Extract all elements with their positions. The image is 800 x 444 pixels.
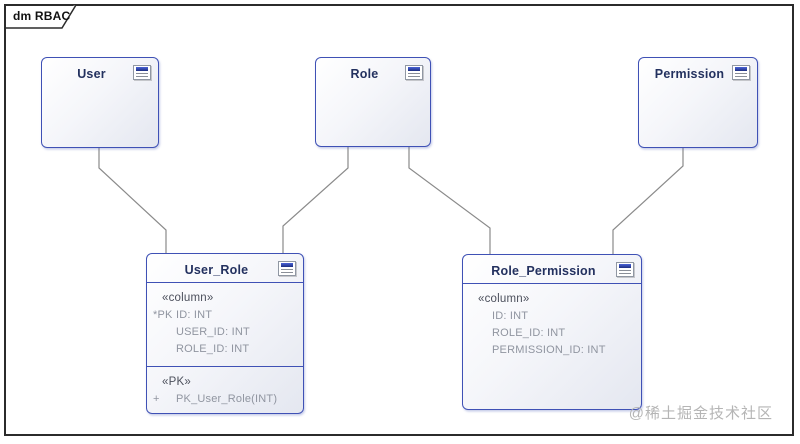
- entity-title: Role: [350, 67, 379, 81]
- column-row: ROLE_ID: INT: [492, 327, 566, 339]
- column-row: *PK ID: INT: [153, 309, 213, 321]
- entity-title: Permission: [654, 67, 725, 81]
- column-row: USER_ID: INT: [176, 326, 250, 338]
- entity-title: User_Role: [184, 263, 249, 277]
- table-icon: [732, 65, 750, 80]
- table-icon: [616, 262, 634, 277]
- entity-user-role-header: User_Role: [147, 254, 303, 283]
- entity-permission-header: Permission: [639, 58, 757, 86]
- pk-section: «PK» + PK_User_Role(INT): [147, 366, 303, 413]
- table-icon: [278, 261, 296, 276]
- entity-user-header: User: [42, 58, 158, 86]
- table-icon: [405, 65, 423, 80]
- diagram-frame: [4, 4, 794, 436]
- operation-row: + PK_User_Role(INT): [153, 393, 278, 405]
- watermark: @稀土掘金技术社区: [628, 405, 773, 422]
- entity-role-permission-header: Role_Permission: [463, 255, 641, 284]
- entity-user-role[interactable]: User_Role «column» *PK ID: INT USER_ID: …: [146, 253, 304, 414]
- entity-title: Role_Permission: [491, 264, 596, 278]
- pk-stereotype: «PK»: [162, 376, 191, 388]
- table-icon: [133, 65, 151, 80]
- column-row: ID: INT: [492, 310, 529, 322]
- entity-role-header: Role: [316, 58, 430, 86]
- columns-section: «column» ID: INT ROLE_ID: INT PERMISSION…: [463, 284, 641, 364]
- entity-permission[interactable]: Permission: [638, 57, 758, 148]
- columns-stereotype: «column»: [478, 293, 530, 305]
- entity-title: User: [77, 67, 106, 81]
- entity-user[interactable]: User: [41, 57, 159, 148]
- frame-label: dm RBAC: [13, 9, 71, 23]
- entity-role[interactable]: Role: [315, 57, 431, 147]
- columns-stereotype: «column»: [162, 292, 214, 304]
- column-row: PERMISSION_ID: INT: [492, 344, 606, 356]
- column-row: ROLE_ID: INT: [176, 343, 250, 355]
- entity-role-permission[interactable]: Role_Permission «column» ID: INT ROLE_ID…: [462, 254, 642, 410]
- columns-section: «column» *PK ID: INT USER_ID: INT ROLE_I…: [147, 283, 303, 366]
